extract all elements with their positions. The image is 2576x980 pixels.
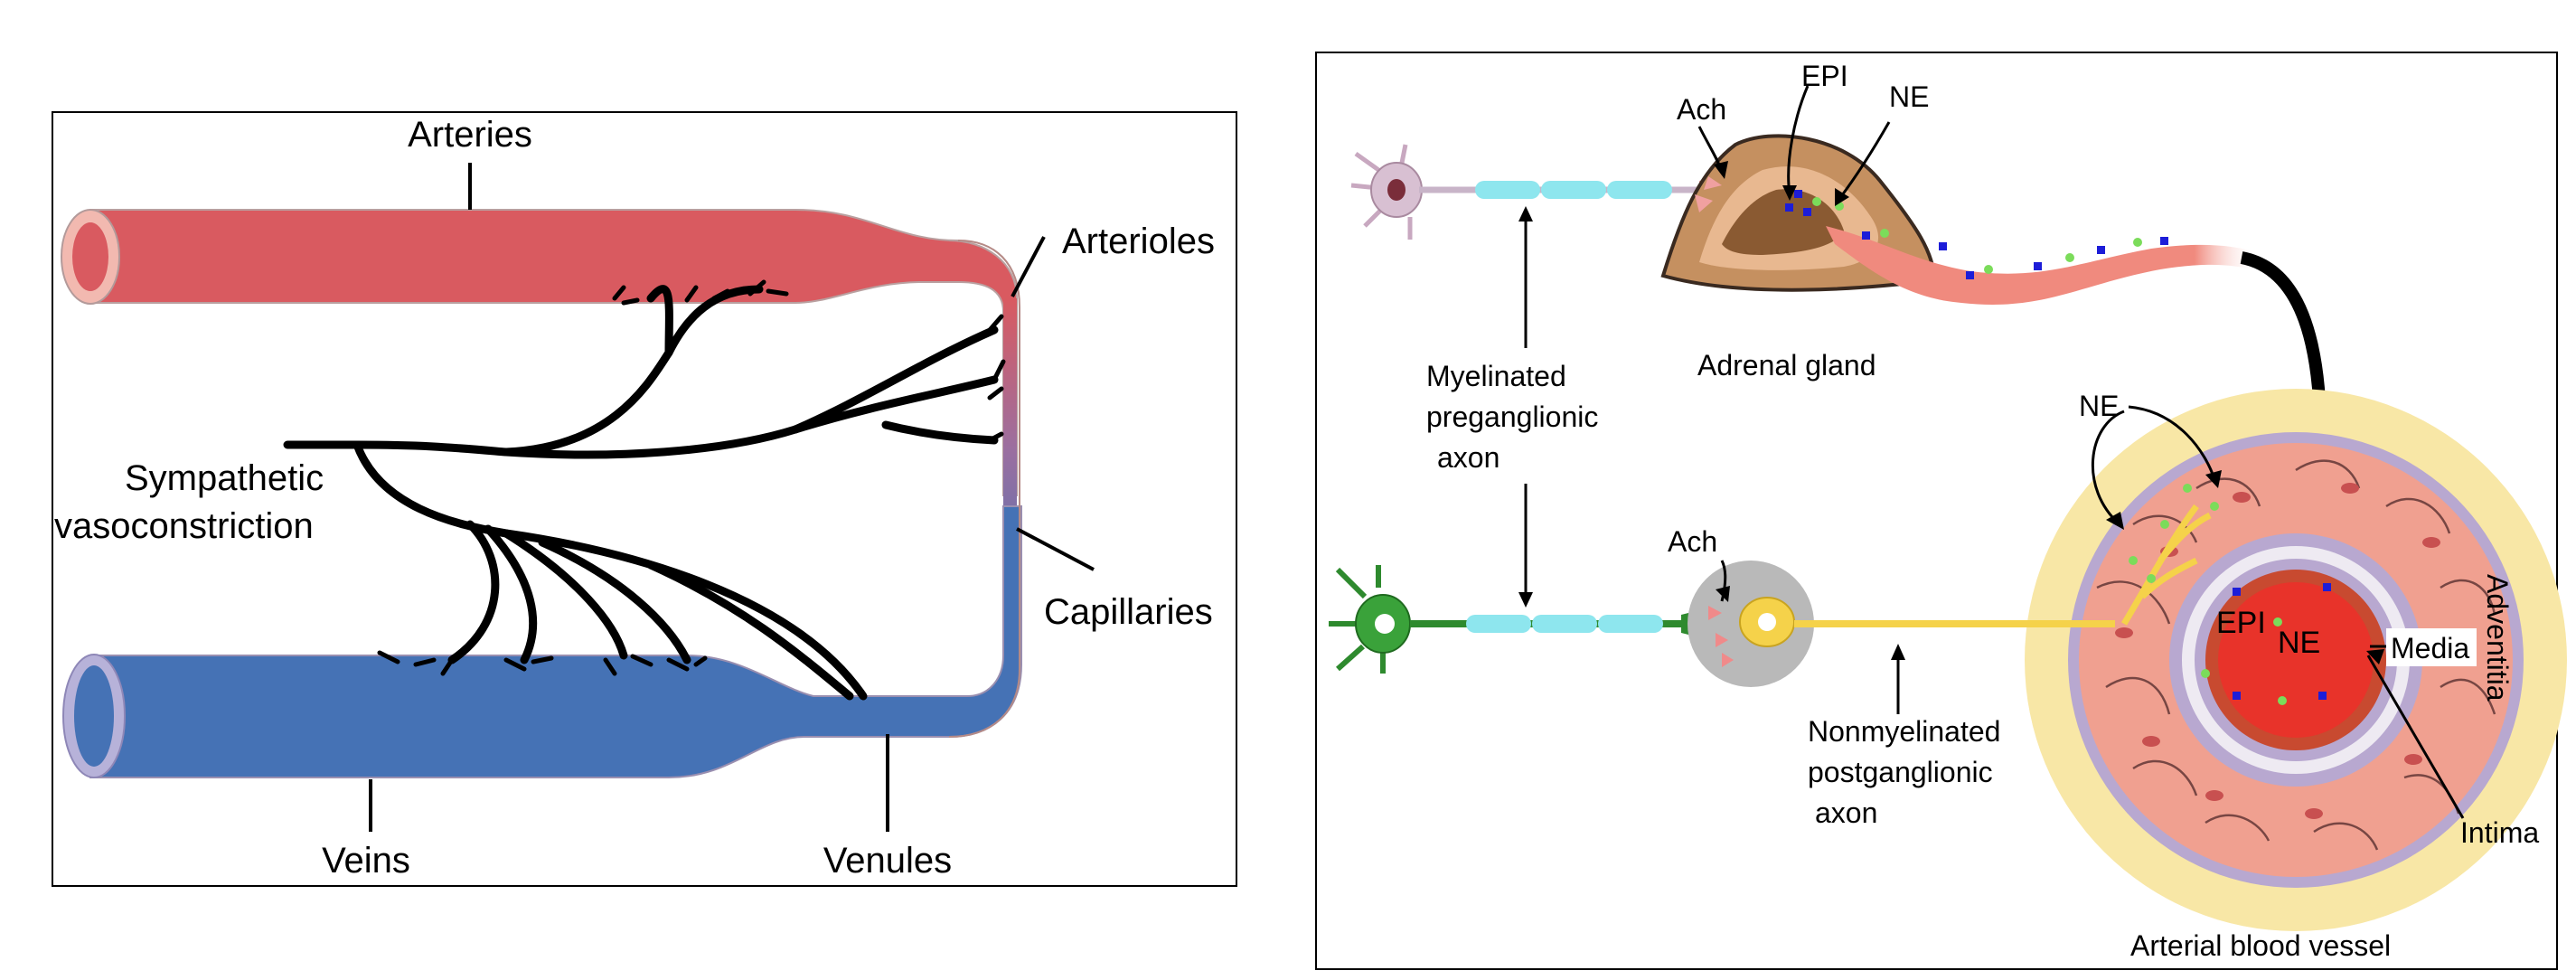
veins-label: Veins [322,841,410,881]
vasoconstriction-label: vasoconstriction [54,506,314,546]
ach-top-label: Ach [1677,93,1726,126]
ne-lumen-label: NE [2278,626,2320,660]
right-panel: Ach EPI NE Adrenal gland Myelinated preg… [1315,52,2567,970]
capillaries-label: Capillaries [1044,592,1213,632]
vein-vessel [89,505,1022,778]
media-label: Media [2391,632,2469,664]
nonmyelinated-label-line1: Nonmyelinated [1808,715,2000,748]
ach-bottom-label: Ach [1668,525,1717,558]
myelinated-label-line2: preganglionic [1426,400,1598,433]
adventitia-label: Adventitia [2481,574,2514,702]
epi-top-label: EPI [1801,60,1848,92]
ne-top-label: NE [1889,80,1929,113]
arterioles-leader [1011,236,1046,297]
adrenal-gland [1660,134,2260,305]
myelinated-label-line1: Myelinated [1426,360,1566,392]
arterioles-label: Arterioles [1062,221,1215,261]
intima-label: Intima [2460,816,2539,849]
sympathetic-label: Sympathetic [125,458,324,498]
capillaries-leader [1016,527,1095,571]
artery-opening [61,209,120,305]
adrenal-gland-label: Adrenal gland [1697,349,1876,382]
vein-opening [62,654,126,778]
right-panel-arrows [1518,85,2465,819]
nonmyelinated-label-line3: axon [1815,796,1877,829]
lumen [2218,582,2374,738]
nonmyelinated-label-line2: postganglionic [1808,756,1993,788]
sympathetic-nerve-tree [283,279,1006,701]
bottom-preganglionic-neuron [1329,565,1699,674]
ne-vessel-label: NE [2079,390,2119,422]
arteries-label: Arteries [408,115,532,155]
arterial-vessel-label: Arterial blood vessel [2130,929,2391,962]
adrenal-vein [1826,226,2260,305]
myelinated-label-line3: axon [1437,441,1500,474]
venules-label: Venules [823,841,952,881]
epi-lumen-label: EPI [2216,606,2266,640]
postganglionic-terminal [2120,484,2219,626]
arterial-vessel-cross-section [2025,389,2567,931]
left-panel: Arteries Arterioles Sympathetic vasocons… [52,111,1237,887]
adrenal-hormone-dots [1785,190,2168,279]
media-label-bg [2386,628,2477,666]
top-preganglionic-neuron [1350,144,1717,240]
